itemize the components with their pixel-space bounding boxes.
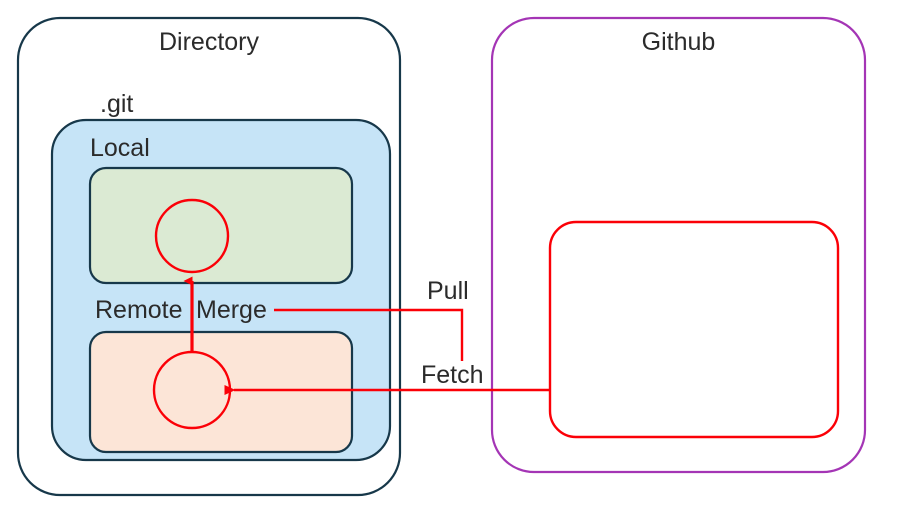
- remote-label: Remote: [95, 296, 183, 324]
- remote-branch-box: [88, 330, 354, 454]
- fetch-label: Fetch: [421, 361, 484, 389]
- github-label: Github: [641, 28, 716, 56]
- pull-connector: [274, 308, 464, 361]
- github-box: [490, 16, 867, 474]
- github-repo-box: [548, 220, 840, 439]
- local-commit-circle: [154, 198, 230, 274]
- merge-label: Merge: [196, 296, 267, 324]
- directory-label: Directory: [158, 28, 259, 56]
- local-label: Local: [90, 134, 150, 162]
- local-branch-box: [88, 166, 354, 285]
- pull-label: Pull: [427, 277, 469, 305]
- git-label: .git: [100, 90, 134, 118]
